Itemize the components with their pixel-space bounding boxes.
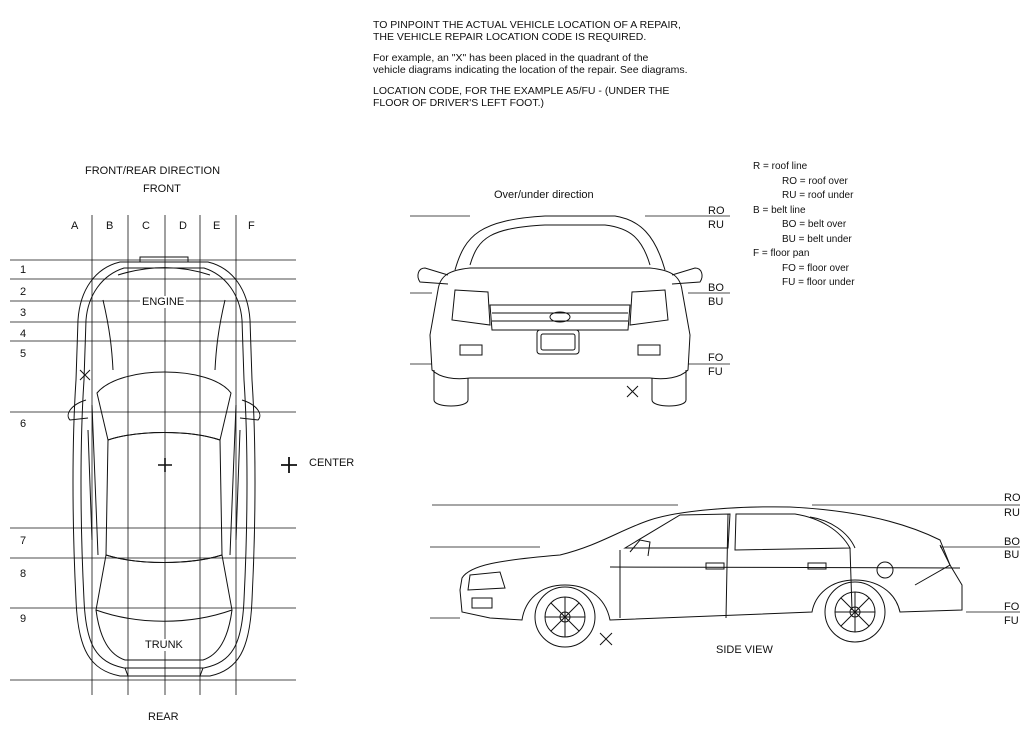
column-label: A — [71, 220, 79, 232]
intro-line: FLOOR OF DRIVER'S LEFT FOOT.) — [373, 96, 544, 109]
row-label: 6 — [20, 418, 27, 430]
row-label: 9 — [20, 613, 27, 625]
repair-x-mark — [626, 385, 639, 398]
legend-item: BU = belt under — [782, 233, 852, 245]
row-label: 5 — [20, 348, 27, 360]
side-code-bo: BO — [1004, 536, 1020, 548]
intro-line: LOCATION CODE, FOR THE EXAMPLE A5/FU - (… — [373, 85, 670, 97]
front-code-fu: FU — [708, 366, 723, 378]
column-label: B — [106, 220, 114, 232]
legend-item: F = floor pan — [753, 248, 810, 259]
center-label: CENTER — [309, 457, 355, 469]
front-view-lines — [410, 215, 730, 365]
intro-line: vehicle diagrams indicating the location… — [373, 63, 688, 76]
legend-item: RU = roof under — [782, 190, 854, 201]
front-code-bo: BO — [708, 282, 724, 294]
intro-text: TO PINPOINT THE ACTUAL VEHICLE LOCATION … — [373, 19, 703, 119]
side-code-fo: FO — [1004, 601, 1020, 613]
legend-item: B = belt line — [753, 204, 806, 216]
front-label: FRONT — [143, 183, 181, 195]
column-label: C — [142, 220, 150, 232]
side-view-lines — [430, 504, 1020, 619]
row-label: 3 — [20, 307, 27, 319]
column-label: E — [213, 220, 221, 232]
side-code-ro: RO — [1004, 492, 1021, 504]
top-view-car — [67, 256, 261, 677]
intro-line: For example, an "X" has been placed in t… — [373, 52, 649, 64]
legend-item: FO = floor over — [782, 262, 849, 274]
repair-x-mark — [599, 632, 613, 646]
front-code-ru: RU — [708, 219, 724, 231]
intro-line: TO PINPOINT THE ACTUAL VEHICLE LOCATION … — [373, 19, 681, 31]
front-code-bu: BU — [708, 296, 724, 308]
side-code-bu: BU — [1004, 549, 1020, 561]
legend-item: FU = floor under — [782, 277, 855, 288]
front-code-ro: RO — [708, 205, 725, 217]
column-label: F — [248, 220, 255, 232]
intro-line: THE VEHICLE REPAIR LOCATION CODE IS REQU… — [373, 30, 647, 43]
over-under-title: Over/under direction — [494, 189, 594, 201]
side-code-fu: FU — [1004, 615, 1019, 627]
row-label: 1 — [20, 264, 27, 276]
side-view-title: SIDE VIEW — [716, 644, 773, 656]
location-code-legend: R = roof line RO = roof over RU = roof u… — [753, 160, 855, 291]
repair-x-mark — [79, 369, 91, 381]
column-label: D — [179, 220, 187, 232]
row-label: 4 — [20, 328, 27, 340]
row-label: 2 — [20, 286, 27, 298]
legend-item: R = roof line — [753, 161, 808, 172]
side-code-ru: RU — [1004, 507, 1020, 519]
engine-label: ENGINE — [140, 296, 187, 308]
row-label: 7 — [20, 535, 27, 547]
legend-item: BO = belt over — [782, 219, 847, 230]
rear-label: REAR — [148, 711, 179, 723]
center-plus-icon — [281, 457, 297, 473]
trunk-label: TRUNK — [143, 639, 185, 651]
center-plus-icon — [158, 458, 172, 472]
side-view-car — [459, 506, 963, 648]
top-view-grid — [10, 215, 296, 695]
direction-title: FRONT/REAR DIRECTION — [85, 165, 221, 177]
row-label: 8 — [20, 568, 27, 580]
legend-item: RO = roof over — [782, 175, 848, 187]
front-view-car — [417, 215, 703, 407]
front-code-fo: FO — [708, 352, 724, 364]
